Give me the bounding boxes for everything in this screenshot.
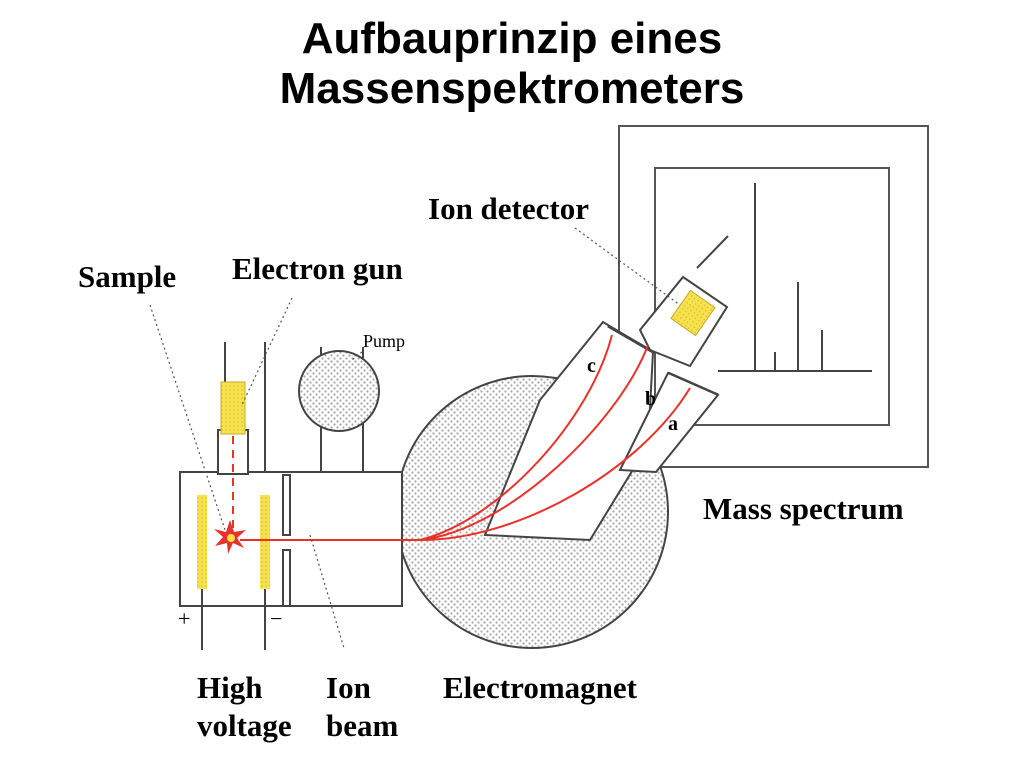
ion-beam-line-2: beam (326, 708, 399, 743)
plus-sign: + (178, 606, 191, 631)
pump (298, 347, 380, 475)
ion-path-b (419, 344, 649, 541)
ion-detector-label: Ion detector (428, 191, 589, 226)
electrode-plate (260, 495, 270, 589)
slit (282, 474, 291, 536)
high-voltage-label: High voltage (197, 669, 292, 745)
electrode-plate (197, 495, 207, 589)
ion-path-a (419, 387, 691, 541)
ion-beam-line-1: Ion (326, 670, 371, 705)
high-voltage-line-2: voltage (197, 708, 292, 743)
mass-spectrum-label: Mass spectrum (703, 491, 904, 526)
title-line-2: Massenspektrometers (279, 64, 745, 113)
ion-beam-paths (240, 334, 691, 541)
ion-detector (670, 289, 716, 337)
title-line-1: Aufbauprinzip eines (301, 14, 723, 63)
path-b-label: b (645, 388, 657, 410)
sample-label: Sample (78, 259, 177, 294)
pump-label: Pump (363, 331, 406, 351)
slit (282, 549, 291, 607)
leader-lines (149, 227, 681, 649)
sample-spark-icon (214, 520, 246, 554)
electron-gun-label: Electron gun (232, 251, 403, 286)
high-voltage-line-1: High (197, 670, 263, 705)
electron-gun (220, 381, 246, 435)
electromagnet-label: Electromagnet (443, 670, 637, 705)
minus-sign: − (270, 606, 283, 631)
ion-path-c (419, 334, 613, 541)
path-c-label: c (587, 355, 596, 377)
path-a-label: a (668, 413, 678, 435)
ion-beam-label: Ion beam (326, 669, 398, 745)
page-title: Aufbauprinzip eines Massenspektrometers (0, 14, 1024, 114)
